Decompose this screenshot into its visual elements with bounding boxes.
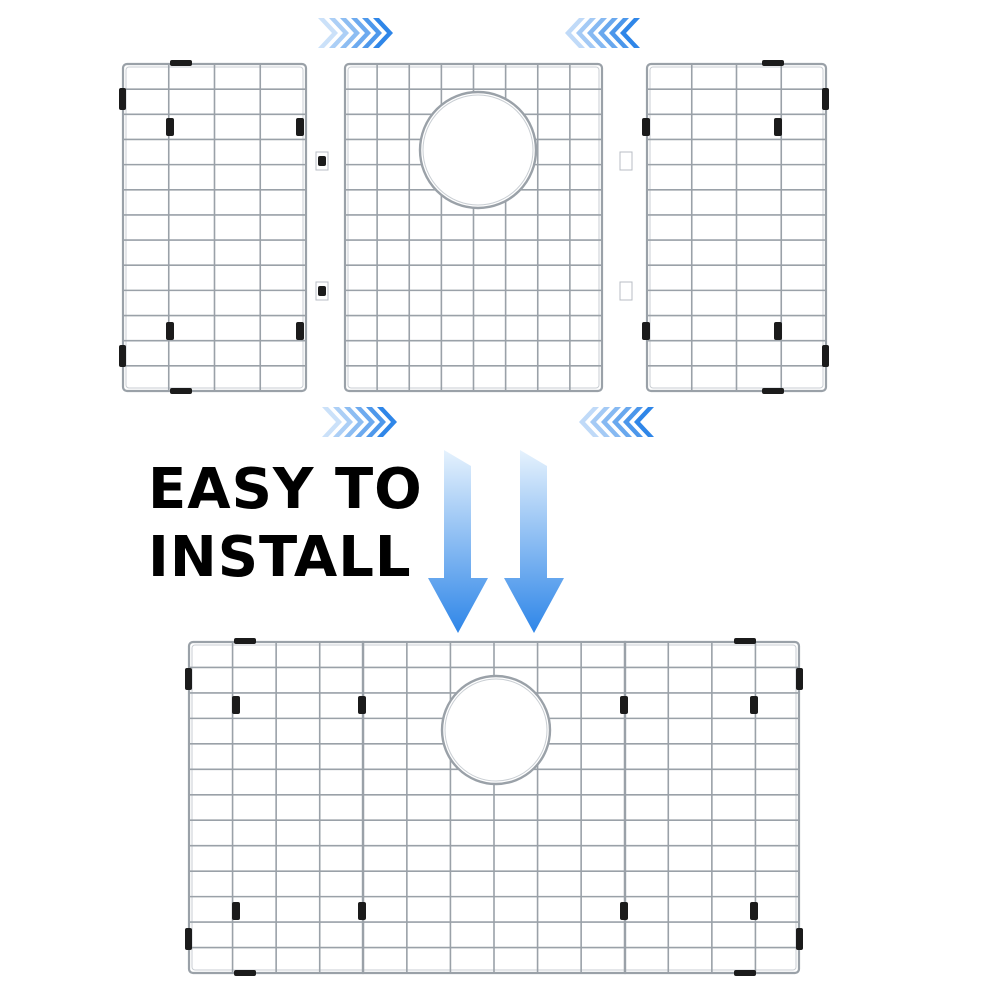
sink-grid-assembled bbox=[185, 638, 803, 976]
headline-line-1: EASY TO bbox=[148, 457, 423, 522]
headline: EASY TO INSTALL bbox=[148, 456, 423, 592]
push-left-chevron-icon bbox=[565, 18, 640, 48]
push-left-chevron-icon bbox=[579, 407, 654, 437]
down-arrow-icon bbox=[428, 450, 488, 633]
headline-line-2: INSTALL bbox=[148, 525, 412, 590]
sink-grid-center-section bbox=[315, 62, 604, 393]
down-arrow-icon bbox=[504, 450, 564, 633]
sink-grid-right-section bbox=[619, 60, 829, 394]
sink-grid-left-section bbox=[119, 60, 308, 394]
push-right-chevron-icon bbox=[322, 407, 397, 437]
push-right-chevron-icon bbox=[318, 18, 393, 48]
